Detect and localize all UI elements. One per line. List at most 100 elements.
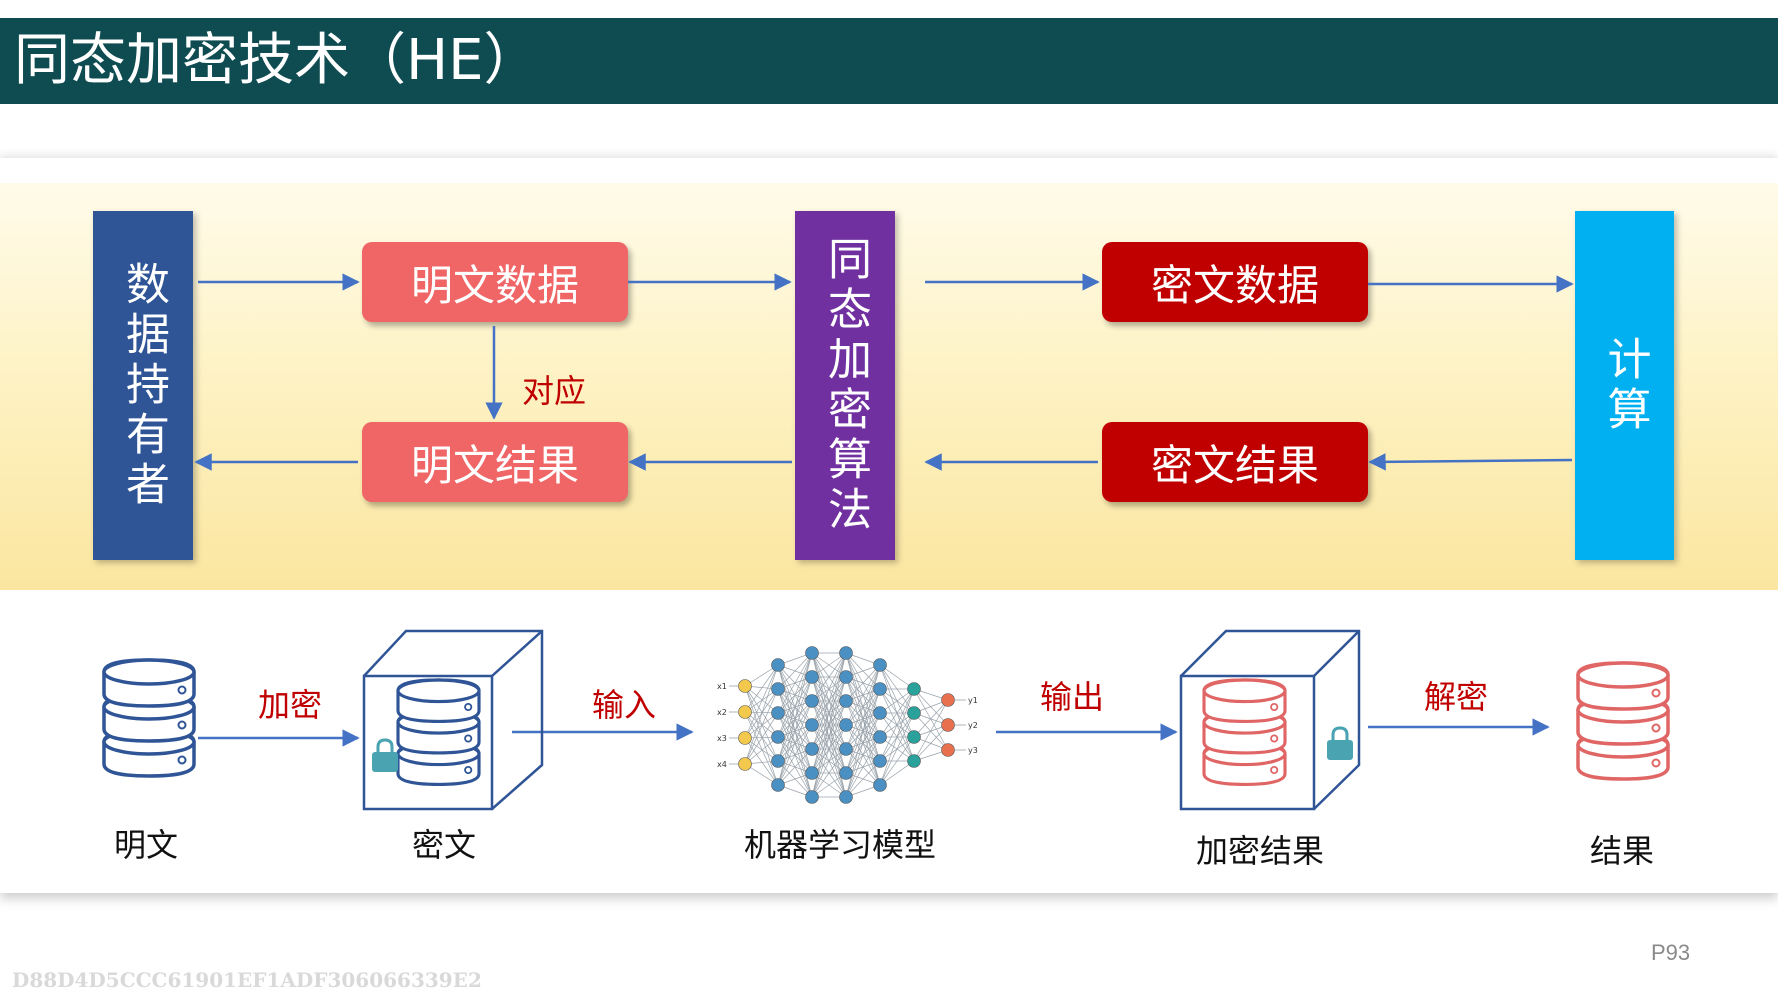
plaintext-result-label: 明文结果 [410, 440, 579, 490]
nn-edge [879, 688, 915, 738]
plaintext-database-icon [102, 658, 196, 778]
nn-node [907, 682, 921, 696]
nn-node [738, 757, 752, 771]
nn-edge [879, 712, 915, 786]
nn-edge [811, 652, 847, 726]
nn-edge [777, 652, 813, 738]
nn-node [771, 730, 785, 744]
ciphertext-data-label: 密文数据 [1150, 260, 1319, 310]
nn-node [771, 754, 785, 768]
nn-edge [913, 688, 949, 726]
plaintext-data-box: 明文数据 [362, 242, 628, 322]
top-flow-arrows [194, 273, 1574, 471]
nn-edge [777, 748, 813, 786]
nn-node [873, 754, 887, 768]
ciphertext-data-box: 密文数据 [1102, 242, 1368, 322]
ciphertext-caption: 密文 [412, 826, 477, 864]
nn-node [941, 693, 955, 707]
output-label: 输出 [1040, 678, 1105, 716]
nn-edge [913, 699, 949, 738]
nn-node [738, 731, 752, 745]
nn-edge [777, 700, 813, 786]
nn-node [771, 658, 785, 672]
nn-edge [913, 699, 949, 762]
correspond-label: 对应 [522, 372, 587, 410]
nn-node [839, 670, 853, 684]
nn-edge [744, 736, 779, 765]
nn-node [873, 778, 887, 792]
nn-output-label: y1 [968, 696, 978, 705]
input-label: 输入 [592, 686, 657, 724]
compute-label: 计算 [1599, 335, 1651, 436]
nn-node [738, 705, 752, 719]
nn-edge [845, 664, 881, 702]
nn-output-label: y3 [968, 746, 978, 755]
nn-node [805, 718, 819, 732]
nn-edge [811, 724, 847, 798]
nn-edge [879, 688, 915, 714]
he-algorithm-label: 同态加密算法 [820, 235, 871, 536]
nn-node [771, 706, 785, 720]
nn-edge [744, 685, 779, 738]
nn-node [839, 718, 853, 732]
nn-node [805, 694, 819, 708]
nn-edge [811, 700, 847, 798]
ciphertext-result-box: 密文结果 [1102, 422, 1368, 502]
nn-node [805, 790, 819, 804]
nn-node [839, 766, 853, 780]
nn-input-label: x4 [717, 760, 727, 769]
nn-edge [845, 712, 881, 798]
nn-edge [845, 688, 881, 798]
nn-output-label: y2 [968, 721, 978, 730]
ciphertext-result-label: 密文结果 [1150, 440, 1319, 490]
nn-edge [744, 685, 779, 714]
page-title: 同态加密技术（HE） [14, 28, 540, 93]
nn-node [873, 658, 887, 672]
nn-edge [744, 685, 779, 786]
encrypt-label: 加密 [258, 686, 323, 724]
nn-edge [744, 685, 779, 762]
nn-edge [744, 712, 779, 739]
ciphertext-cube-icon [362, 629, 544, 811]
nn-edge [777, 652, 813, 762]
nn-node [873, 682, 887, 696]
nn-edge [744, 737, 779, 786]
nn-edge [777, 652, 813, 714]
result-database-icon [1576, 661, 1670, 781]
nn-edge [879, 688, 915, 762]
nn-edge [811, 748, 847, 798]
nn-node [941, 718, 955, 732]
nn-edge [879, 688, 915, 786]
encrypted-result-caption: 加密结果 [1196, 832, 1325, 870]
nn-edge [845, 664, 881, 750]
nn-edge [845, 664, 881, 774]
nn-node [941, 743, 955, 757]
page-number: P93 [1651, 940, 1691, 965]
nn-edge [811, 676, 847, 798]
nn-edge [811, 652, 847, 678]
nn-node [839, 694, 853, 708]
nn-edge [744, 711, 779, 762]
encrypted-result-cube-icon [1179, 629, 1361, 811]
nn-edge [879, 760, 915, 786]
nn-input-label: x2 [717, 708, 727, 717]
nn-edge [777, 676, 813, 786]
nn-node [771, 682, 785, 696]
plaintext-caption: 明文 [114, 826, 179, 864]
watermark: D88D4D5CCC61901EF1ADF306066339E2 [12, 968, 482, 992]
nn-node [907, 706, 921, 720]
nn-input-label: x3 [717, 734, 727, 743]
data-owner-label: 数据持有者 [118, 260, 169, 511]
nn-node [771, 778, 785, 792]
nn-edge [744, 664, 779, 739]
lock-icon [1327, 726, 1353, 760]
nn-edge [811, 652, 847, 774]
compute-box: 计算 [1575, 211, 1674, 560]
nn-node [805, 670, 819, 684]
decrypt-label: 解密 [1424, 678, 1489, 716]
he-algorithm-box: 同态加密算法 [795, 211, 895, 560]
nn-node [873, 706, 887, 720]
nn-edge [811, 652, 847, 750]
nn-node [873, 730, 887, 744]
